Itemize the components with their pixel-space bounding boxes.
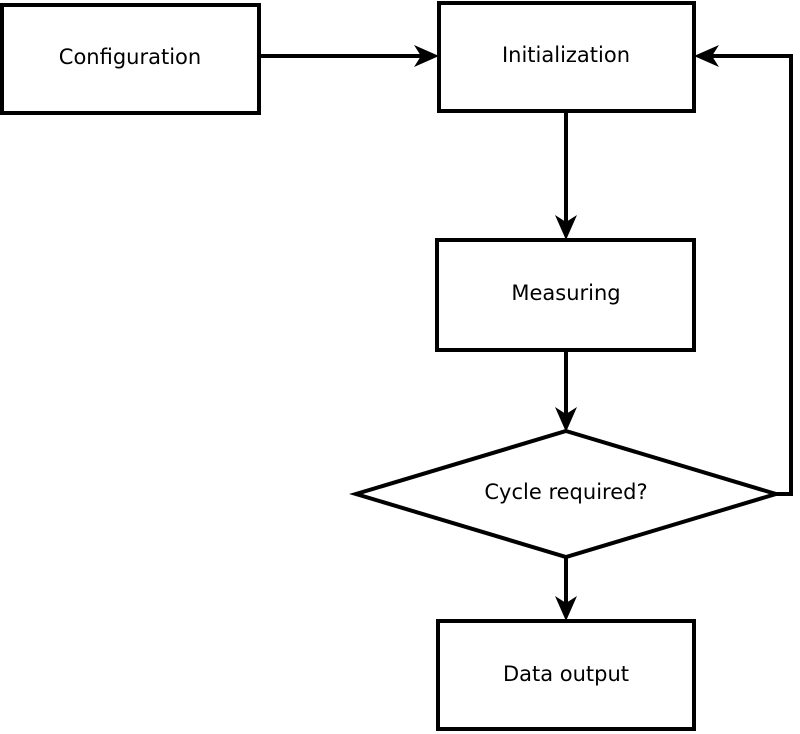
initialization-label: Initialization: [502, 43, 630, 67]
edge-cycle-required-to-initialization-feedback: [694, 45, 793, 496]
node-cycle-required[interactable]: Cycle required?: [349, 428, 783, 560]
cycle-required-diamond[interactable]: [349, 428, 783, 560]
measuring-label: Measuring: [511, 281, 620, 305]
arrowhead-icon: [555, 215, 577, 240]
configuration-box[interactable]: [0, 3, 261, 115]
measuring-box[interactable]: [435, 238, 696, 352]
edge-initialization-to-measuring: [555, 111, 577, 240]
edge-cycle-required-to-data-output: [555, 557, 577, 621]
node-measuring[interactable]: Measuring: [435, 238, 696, 352]
data-output-box[interactable]: [436, 619, 696, 731]
node-data-output[interactable]: Data output: [436, 619, 696, 731]
data-output-label: Data output: [503, 662, 629, 686]
configuration-label: Configuration: [59, 45, 201, 69]
arrowhead-icon: [555, 596, 577, 621]
edge-configuration-to-initialization: [259, 45, 439, 67]
node-configuration[interactable]: Configuration: [0, 3, 261, 115]
cycle-required-label: Cycle required?: [484, 480, 647, 504]
arrowhead-icon: [555, 407, 577, 432]
edge-measuring-to-cycle-required: [555, 350, 577, 432]
node-initialization[interactable]: Initialization: [437, 1, 696, 113]
arrowhead-icon: [694, 45, 719, 67]
edge-line-feedback-loop: [705, 54, 793, 496]
arrowhead-icon: [414, 45, 439, 67]
initialization-box[interactable]: [437, 1, 696, 113]
